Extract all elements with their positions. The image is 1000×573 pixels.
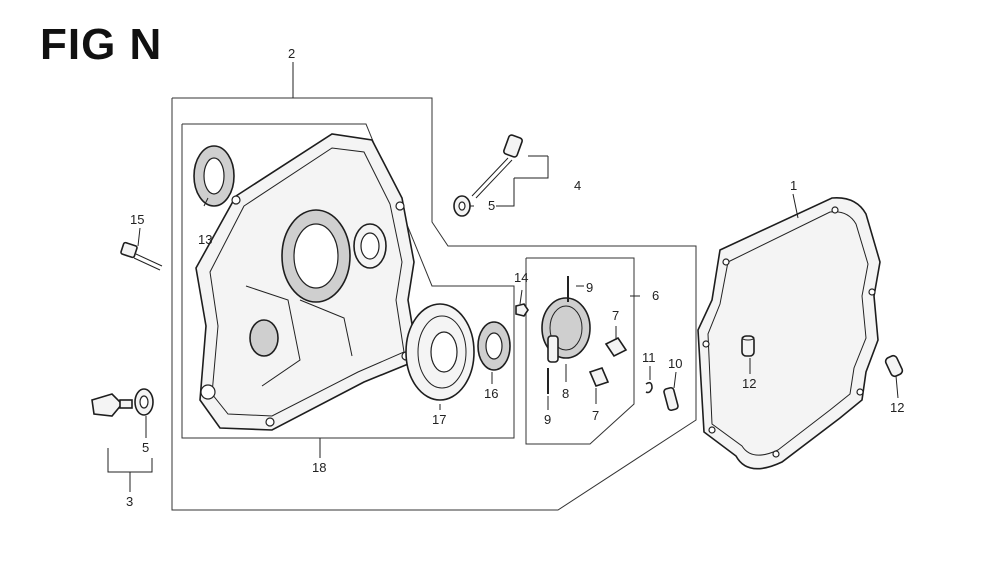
assembly-outline-2 (171, 97, 697, 511)
callout-5-top: 5 (488, 198, 495, 213)
leader-lines (107, 62, 899, 492)
callout-9-bottom: 9 (544, 412, 551, 427)
dowel-pin (884, 354, 904, 378)
washer (453, 195, 471, 217)
callout-16: 16 (484, 386, 498, 401)
governor-sleeve (588, 367, 610, 387)
governor-holder (604, 336, 628, 358)
flange-bolt (120, 241, 163, 271)
assembly-outline-18 (181, 123, 515, 439)
callout-9-top: 9 (586, 280, 593, 295)
oil-seal-small (477, 321, 511, 371)
callout-17: 17 (432, 412, 446, 427)
callout-4: 4 (574, 178, 581, 193)
washer (134, 388, 154, 416)
callout-1: 1 (790, 178, 797, 193)
figure-title: FIG N (40, 20, 163, 69)
dowel-pin (741, 335, 755, 357)
governor-shaft (663, 386, 679, 412)
gasket (697, 197, 881, 470)
nut (515, 303, 529, 317)
callout-5-left: 5 (142, 440, 149, 455)
callout-12-right: 12 (890, 400, 904, 415)
crankcase-cover (195, 133, 419, 431)
callout-15: 15 (130, 212, 144, 227)
callout-13: 13 (198, 232, 212, 247)
oil-seal (193, 145, 235, 207)
callout-2: 2 (288, 46, 295, 61)
retaining-clip (645, 381, 653, 394)
ball-bearing (405, 303, 475, 401)
callout-14: 14 (514, 270, 528, 285)
callout-7-top: 7 (612, 308, 619, 323)
callout-18: 18 (312, 460, 326, 475)
drain-bolt (91, 393, 133, 417)
callout-12-left: 12 (742, 376, 756, 391)
callout-7-bottom: 7 (592, 408, 599, 423)
callout-11: 11 (642, 350, 656, 365)
callout-10: 10 (668, 356, 682, 371)
callout-8: 8 (562, 386, 569, 401)
callout-3: 3 (126, 494, 133, 509)
callout-6: 6 (652, 288, 659, 303)
oil-filler-bolt (471, 134, 523, 199)
assembly-outline-6 (525, 257, 635, 445)
governor-gear (541, 297, 591, 363)
